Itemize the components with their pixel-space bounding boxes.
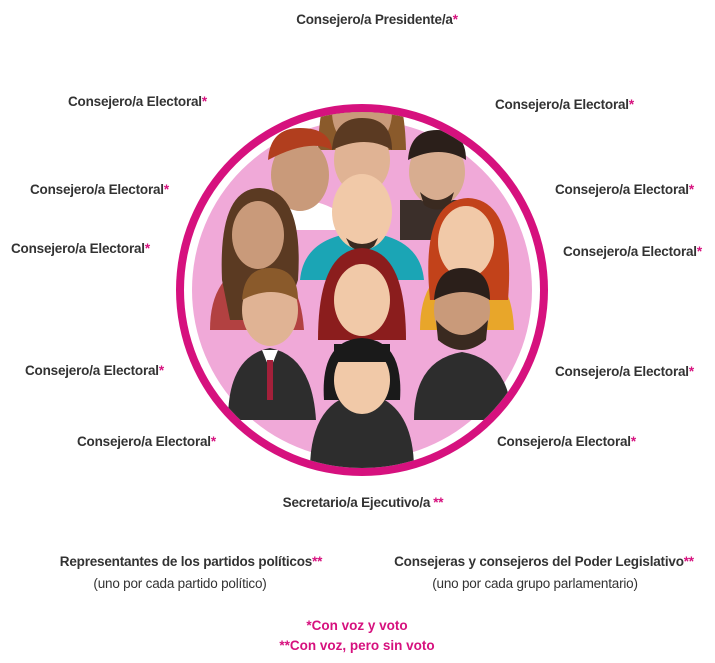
label-electoral-left-3: Consejero/a Electoral* (11, 241, 150, 256)
label-electoral-right-3: Consejero/a Electoral* (563, 244, 702, 259)
person-front-right (414, 268, 512, 420)
legend-voice-no-vote: **Con voz, pero sin voto (279, 638, 435, 653)
note-parties: (uno por cada partido político) (93, 576, 267, 591)
note-legislative: (uno por cada grupo parlamentario) (432, 576, 638, 591)
person-center-woman (318, 248, 406, 340)
label-electoral-right-4: Consejero/a Electoral* (555, 364, 694, 379)
label-electoral-left-1: Consejero/a Electoral* (68, 94, 207, 109)
label-electoral-right-2: Consejero/a Electoral* (555, 182, 694, 197)
label-legislative: Consejeras y consejeros del Poder Legisl… (394, 554, 694, 569)
person-back-center (332, 118, 392, 194)
label-president: Consejero/a Presidente/a* (296, 12, 458, 27)
person-front-center (310, 338, 414, 468)
person-front-left (228, 268, 316, 420)
label-parties: Representantes de los partidos políticos… (59, 554, 323, 569)
label-electoral-right-1: Consejero/a Electoral* (495, 97, 634, 112)
label-electoral-left-4: Consejero/a Electoral* (25, 363, 164, 378)
label-electoral-right-5: Consejero/a Electoral* (497, 434, 636, 449)
legend-voice-and-vote: *Con voz y voto (306, 618, 408, 633)
label-electoral-left-2: Consejero/a Electoral* (30, 182, 169, 197)
label-electoral-left-5: Consejero/a Electoral* (77, 434, 216, 449)
label-secretary: Secretario/a Ejecutivo/a** (282, 495, 444, 510)
person-back-left (262, 128, 336, 230)
